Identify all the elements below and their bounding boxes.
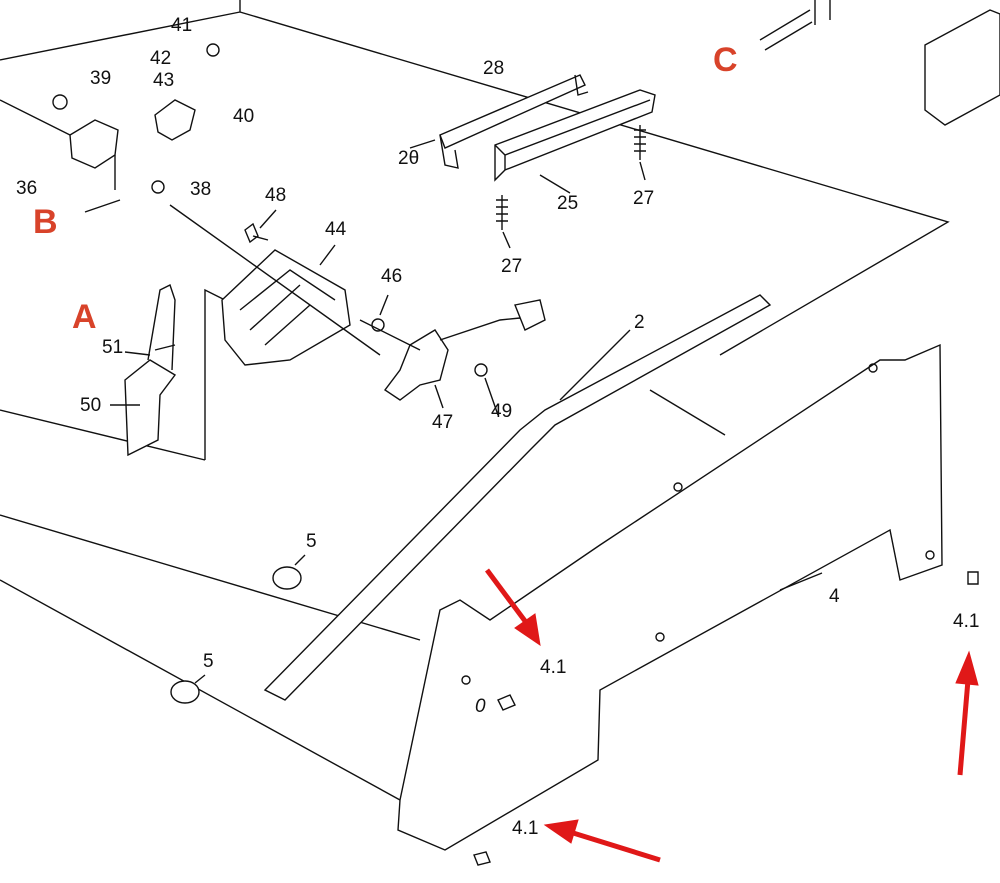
label-25: 25 (557, 193, 579, 214)
label-43: 43 (153, 70, 175, 91)
red-arrows (484, 568, 979, 863)
label-27: 27 (501, 256, 523, 277)
callout-c: C (713, 41, 738, 79)
screw-4-1 (967, 571, 979, 585)
screw-4-1 (497, 694, 516, 711)
callout-a: A (72, 298, 97, 336)
part-25-slider (494, 89, 656, 182)
label-28: 28 (483, 58, 505, 79)
part-39-bushing (52, 94, 68, 110)
label-4-1: 4.1 (540, 657, 567, 678)
label-42: 42 (150, 48, 172, 69)
part-5-spacer (272, 566, 302, 590)
part-50-holder (124, 359, 177, 457)
label-36: 36 (16, 178, 38, 199)
label-4: 4 (829, 586, 840, 607)
label-5: 5 (203, 651, 214, 672)
label-39: 39 (90, 68, 112, 89)
label-50: 50 (80, 395, 102, 416)
label-49: 49 (491, 401, 513, 422)
part-27-springs (496, 125, 646, 230)
part-36-block (69, 119, 119, 169)
part-40-bracket (154, 99, 196, 141)
part-41-screw (206, 43, 220, 57)
label-44: 44 (325, 219, 347, 240)
label-47: 47 (432, 412, 454, 433)
label-27: 27 (633, 188, 655, 209)
part-47-lever (383, 329, 449, 401)
part-38-washer (151, 180, 165, 194)
label-46: 46 (381, 266, 403, 287)
screw-4-1 (473, 851, 491, 866)
label-2: 2 (634, 312, 645, 333)
label-40: 40 (233, 106, 255, 127)
part-28-rail (439, 74, 586, 149)
part-48-screw (244, 222, 269, 244)
label-4-1: 4.1 (512, 818, 539, 839)
callout-b: B (33, 203, 58, 241)
label-51: 51 (102, 337, 124, 358)
label-5: 5 (306, 531, 317, 552)
part-49-washer (474, 363, 488, 377)
part-5-spacer (170, 680, 200, 704)
label-2-theta: 2θ (398, 148, 420, 169)
label-41: 41 (171, 15, 193, 36)
label-4-1: 4.1 (953, 611, 980, 632)
label-0: 0 (475, 696, 486, 717)
part-44-bracket (221, 249, 351, 366)
part-c-connector (924, 9, 1000, 126)
part-2-rail (263, 294, 772, 701)
label-38: 38 (190, 179, 212, 200)
label-48: 48 (265, 185, 287, 206)
part-4-panel (397, 343, 943, 851)
